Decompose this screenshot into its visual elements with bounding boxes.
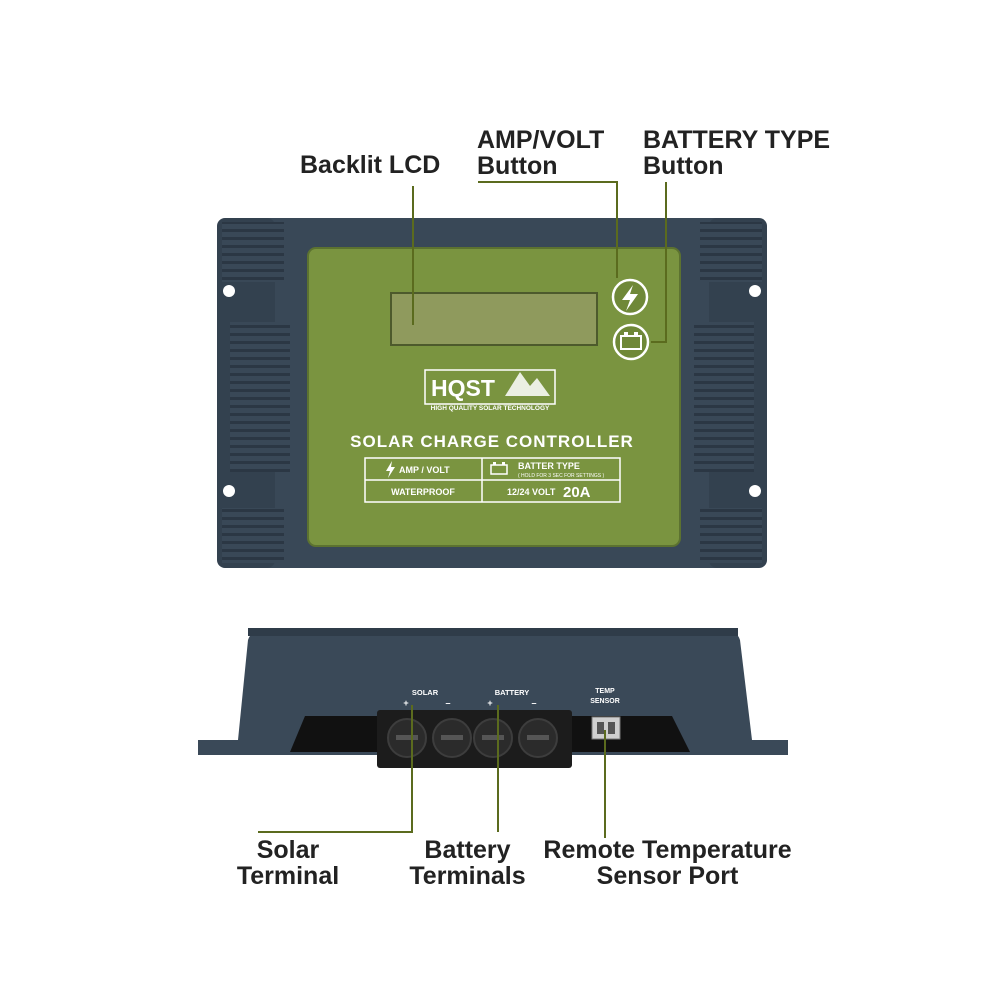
lightning-icon [622,285,638,311]
callout-battery-terminals: Battery Terminals [400,837,535,889]
spec-voltage: 12/24 VOLT [507,487,556,497]
spec-batter-type: BATTER TYPE [518,461,580,471]
temp-sensor-port[interactable] [591,716,621,740]
callout-battery-type-line2: Button [643,152,724,180]
mounting-hole-icon [749,485,761,497]
battery-icon [490,462,508,475]
callout-remote-line2: Sensor Port [596,862,739,890]
controller-top-view: HQST HIGH QUALITY SOLAR TECHNOLOGY SOLAR… [217,218,767,568]
callout-solar-line2: Terminal [236,862,340,890]
side-temp-label-line1: TEMP [595,688,615,695]
hqst-logo: HQST HIGH QUALITY SOLAR TECHNOLOGY [424,369,556,412]
callout-battery-line2: Terminals [409,862,526,890]
brand-name: HQST [431,375,495,401]
battery-type-button[interactable] [612,323,650,361]
callout-amp-volt-button: AMP/VOLT Button [477,127,604,179]
spec-batter-type-hint: ( HOLD FOR 3 SEC FOR SETTINGS ) [518,473,604,479]
side-battery-plus: + [487,698,492,708]
callout-backlit-lcd: Backlit LCD [300,152,440,178]
lightning-icon [386,461,395,478]
controller-side-view: SOLAR + – BATTERY + – TEMP SENSOR [198,628,788,768]
callout-amp-volt-line2: Button [477,152,558,180]
callout-backlit-lcd-text: Backlit LCD [300,151,441,179]
product-title: SOLAR CHARGE CONTROLLER [350,432,634,451]
callout-remote-temp-port: Remote Temperature Sensor Port [540,837,795,889]
spec-table: AMP / VOLT BATTER TYPE ( HOLD FOR 3 SEC … [364,457,621,503]
callout-battery-line1: Battery [424,836,511,864]
side-temp-label-line2: SENSOR [590,698,620,705]
battery-icon [620,332,642,350]
leader-solar-terminal [258,705,413,833]
side-solar-label: SOLAR [412,688,439,697]
side-solar-minus: – [445,698,450,708]
spec-current: 20A [563,484,591,501]
amp-volt-button[interactable] [611,278,649,316]
leader-amp-volt [478,181,618,278]
side-solar-plus: + [403,698,408,708]
callout-remote-line1: Remote Temperature [543,836,792,864]
spec-waterproof: WATERPROOF [391,487,455,497]
mounting-hole-icon [749,285,761,297]
spec-amp-volt: AMP / VOLT [399,465,450,475]
mounting-hole-icon [223,285,235,297]
brand-tagline: HIGH QUALITY SOLAR TECHNOLOGY [431,405,550,412]
callout-solar-line1: Solar [256,836,320,864]
side-battery-label: BATTERY [495,688,530,697]
callout-solar-terminal: Solar Terminal [228,837,348,889]
side-battery-minus: – [531,698,536,708]
backlit-lcd-screen [390,292,598,346]
mounting-hole-icon [223,485,235,497]
callout-amp-volt-line1: AMP/VOLT [477,126,605,154]
leader-lines [258,181,667,838]
callout-battery-type-button: BATTERY TYPE Button [643,127,830,179]
leader-battery-type [651,182,667,343]
callout-battery-type-line1: BATTERY TYPE [643,126,831,154]
